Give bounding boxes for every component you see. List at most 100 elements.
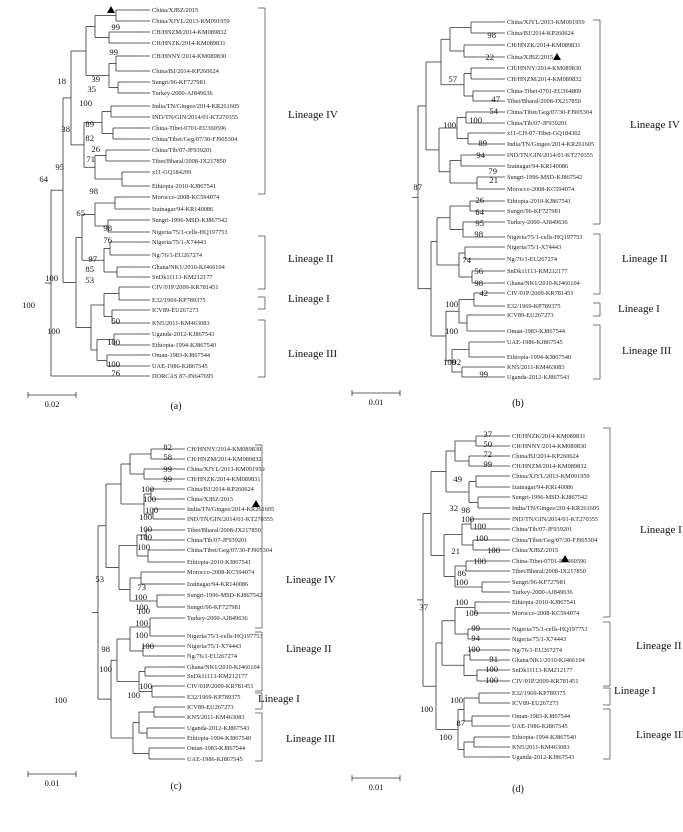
lineage-label: Lineage II [622, 253, 668, 265]
bootstrap-value: 26 [91, 144, 100, 154]
bootstrap-value: 86 [457, 568, 466, 578]
scale-bar-label: 0.01 [369, 782, 384, 792]
leaf-label: India/TN/Gingee/2014-KR261605 [152, 103, 239, 110]
leaf-label: Oman-1983-KJ867544 [152, 352, 211, 359]
bootstrap-value: 54 [489, 106, 498, 116]
leaf-label: China/XJBZ/2015 [152, 7, 198, 14]
lineage-label: Lineage III [288, 348, 337, 360]
leaf-label: CH/HNNY/2014-KM089830 [512, 443, 586, 450]
bootstrap-value: 89 [85, 119, 94, 129]
leaf-label: China/XJYL/2013-KM091959 [187, 466, 265, 473]
leaf-label: Sungri-1996-MSD-KJ867542 [152, 217, 227, 224]
bootstrap-value: 56 [474, 266, 483, 276]
bootstrap-value: 100 [139, 681, 152, 691]
bootstrap-value: 37 [483, 429, 492, 439]
bootstrap-value: 100 [54, 695, 67, 705]
bootstrap-value: 53 [95, 574, 104, 584]
leaf-label: CIV/01P/2009-KR781451 [187, 683, 253, 690]
leaf-label: Ghana/NK1/2010-KJ466104 [512, 657, 586, 664]
leaf-label: ICV89-EU267273 [152, 307, 199, 314]
leaf-label: CH/HNZM/2014-KM089832 [152, 29, 227, 36]
bootstrap-value: 100 [420, 704, 433, 714]
lineage-label: Lineage I [288, 293, 330, 305]
leaf-label: China/Tibet/Geg/07/30-FJ905304 [507, 109, 593, 116]
bootstrap-value: 21 [451, 546, 460, 556]
bootstrap-value: 57 [448, 74, 457, 84]
leaf-label: UAE-1986-KJ867545 [152, 363, 208, 370]
bootstrap-value: 98 [103, 223, 112, 233]
lineage-label: Lineage I [258, 693, 300, 705]
leaf-label: Ethiopia-1994-KJ867540 [187, 735, 251, 742]
leaf-label: India/TN/Gingee/2014-KR261605 [187, 506, 274, 513]
leaf-label: Morocco-2008-KC594074 [152, 194, 220, 201]
bootstrap-value: 65 [76, 208, 85, 218]
bootstrap-value: 100 [473, 521, 486, 531]
bootstrap-value: 89 [478, 138, 487, 148]
leaf-label: Uganda-2012-KJ867543 [512, 754, 574, 761]
bootstrap-value: 99 [479, 369, 488, 379]
leaf-label: UAE-1986-KJ867545 [187, 756, 243, 763]
leaf-label: Ng/76/1-EU267274 [512, 647, 563, 654]
leaf-label: Izatnagar/94-KR140086 [187, 581, 248, 588]
bootstrap-value: 50 [483, 439, 492, 449]
bootstrap-value: 100 [99, 664, 112, 674]
leaf-label: China/Tibet/Geg/07/30-FJ905304 [187, 547, 273, 554]
leaf-label: Ethiopia-1994-KJ867540 [507, 354, 571, 361]
bootstrap-value: 100 [139, 532, 152, 542]
lineage-label: Lineage III [636, 729, 683, 741]
bootstrap-value: 79 [488, 166, 497, 176]
bootstrap-value: 100 [465, 608, 478, 618]
lineage-label: Lineage IV [630, 119, 680, 131]
bootstrap-value: 100 [45, 273, 58, 283]
bootstrap-value: 72 [483, 449, 492, 459]
bootstrap-value: 50 [111, 316, 120, 326]
bootstrap-value: 21 [489, 175, 498, 185]
leaf-label: Ghana/NK1/2010-KJ466104 [152, 264, 226, 271]
leaf-label: Nigeria/75/1-cells-HQ197753 [512, 626, 588, 633]
bootstrap-value: 64 [39, 174, 48, 184]
new-isolate-marker [553, 53, 561, 60]
bootstrap-value: 94 [471, 633, 480, 643]
bootstrap-value: 100 [135, 602, 148, 612]
bootstrap-value: 100 [445, 326, 458, 336]
bootstrap-value: 100 [473, 556, 486, 566]
bootstrap-value: 100 [485, 664, 498, 674]
leaf-label: India/TN/Gingee/2014-KR261605 [512, 505, 599, 512]
bootstrap-value: 99 [483, 459, 492, 469]
leaf-label: Ghana/NK1/2010-KJ466104 [187, 664, 261, 671]
lineage-label: Lineage IV [288, 109, 338, 121]
leaf-label: Nigeria/75/1-cells-HQ197753 [507, 234, 583, 241]
leaf-label: Uganda-2012-KJ867543 [187, 725, 249, 732]
lineage-label: Lineage I [618, 303, 660, 315]
leaf-label: Morocco-2008-KC594074 [512, 610, 580, 617]
leaf-label: Turkey-2000-AJ849636 [152, 90, 213, 97]
bootstrap-value: 47 [491, 94, 500, 104]
leaf-label: KN5/2011-KM463083 [187, 714, 245, 721]
leaf-label: Ng/76/1-EU267274 [152, 252, 203, 259]
leaf-label: SnDk11113-KM212177 [507, 268, 568, 275]
leaf-label: Morocco-2008-KC594074 [187, 569, 255, 576]
leaf-label: China/XJYL/2013-KM091959 [507, 19, 585, 26]
bootstrap-value: 99 [111, 22, 120, 32]
leaf-label: CH/HNZM/2014-KM089832 [512, 463, 587, 470]
leaf-label: UAE-1986-KJ867545 [507, 339, 563, 346]
bootstrap-value: 53 [85, 275, 94, 285]
leaf-label: Tibet/Bharal/2008-JX217850 [512, 568, 586, 575]
leaf-label: China-Tibet-0701-EU364809 [507, 88, 581, 95]
leaf-label: China/Tibet/Geg/07/30-FJ905304 [512, 537, 598, 544]
bootstrap-value: 100 [134, 592, 147, 602]
bootstrap-value: 99 [163, 464, 172, 474]
bootstrap-value: 100 [439, 732, 452, 742]
lineage-label: Lineage II [636, 640, 682, 652]
leaf-label: Nigeria/75/1-X74443 [152, 239, 206, 246]
bootstrap-value: 100 [107, 359, 120, 369]
leaf-label: Izatnagar/94-KR140086 [512, 484, 573, 491]
leaf-label: Nigeria/75/1-X74443 [187, 643, 241, 650]
bootstrap-value: 100 [443, 120, 456, 130]
leaf-label: China/XJBZ/2015 [507, 54, 553, 61]
leaf-label: Izatnagar/94-KR140086 [152, 206, 213, 213]
leaf-label: Nigeria/75/1-X74443 [512, 636, 566, 643]
leaf-label: CH/HNNY/2014-KM089830 [152, 53, 226, 60]
leaf-label: KN5/2011-KM463083 [507, 364, 565, 371]
leaf-label: Sungri/96-KF727981 [152, 79, 206, 86]
